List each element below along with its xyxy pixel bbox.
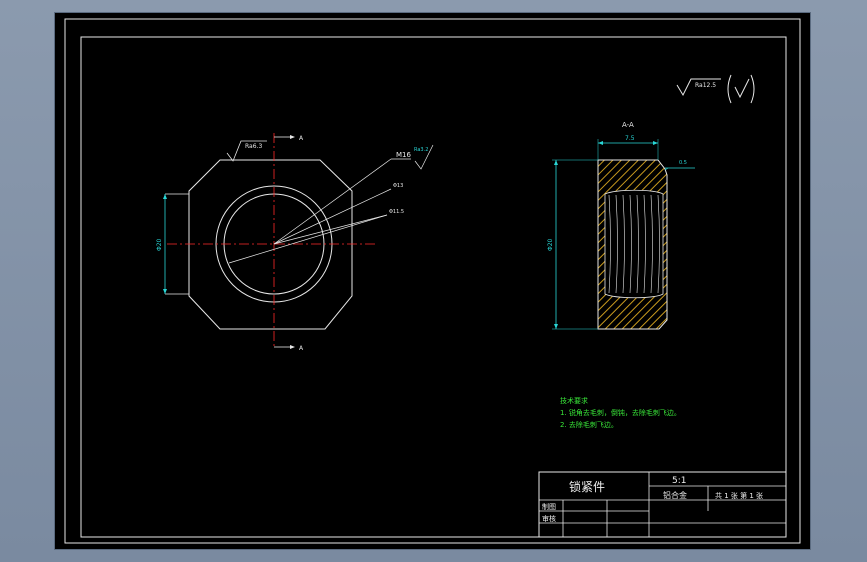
material-value: 铝合金 — [663, 490, 687, 500]
engineering-drawing: Ra12.5 A A Ra6.3 — [64, 18, 801, 544]
part-name: 锁紧件 — [569, 479, 605, 494]
thread-lines — [608, 194, 660, 294]
dim-height-right-value: Φ20 — [547, 238, 554, 251]
row-check-label: 审核 — [542, 514, 556, 523]
face-roughness-value: Ra6.3 — [245, 143, 262, 150]
thread-roughness-value: Ra3.2 — [414, 147, 428, 153]
dim-height-right — [552, 159, 598, 330]
front-view: A A Ra6.3 M16 Ra3.2 Φ13 Φ11.5 Φ20 — [156, 133, 434, 352]
title-block: 锁紧件 5:1 铝合金 共 1 张 第 1 张 制图 审核 — [538, 471, 787, 538]
dim-d2-label: Φ11.5 — [389, 209, 404, 215]
leaders — [228, 144, 434, 264]
section-cut-top: A — [274, 135, 304, 142]
section-label-bottom: A — [299, 345, 304, 352]
section-view-label: A-A — [622, 121, 634, 129]
scale-value: 5:1 — [672, 476, 686, 486]
dim-thickness-value: 7.5 — [625, 135, 635, 142]
section-cut-bottom: A — [274, 345, 304, 352]
technical-notes: 技术要求 1. 锐角去毛刺，倒钝，去除毛刺飞边。 2. 去除毛刺飞边。 — [560, 396, 681, 429]
dim-chamfer — [664, 167, 695, 171]
section-view: A-A 7.5 0.5 Φ20 — [547, 121, 695, 330]
inner-border — [80, 36, 787, 538]
dim-thread-label: M16 — [396, 151, 411, 159]
note-2: 2. 去除毛刺飞边。 — [560, 420, 618, 429]
front-view-outline — [188, 159, 353, 330]
outer-border — [64, 18, 801, 544]
section-label-top: A — [299, 135, 304, 142]
notes-title: 技术要求 — [560, 396, 588, 405]
general-roughness-symbol: Ra12.5 — [676, 74, 755, 104]
cad-viewport[interactable]: Ra12.5 A A Ra6.3 — [55, 13, 810, 549]
row-draw-label: 制图 — [542, 502, 556, 511]
dim-chamfer-value: 0.5 — [679, 160, 687, 166]
dim-width — [163, 194, 167, 294]
sheet-info: 共 1 张 第 1 张 — [715, 491, 763, 500]
dim-width-value: Φ20 — [156, 238, 163, 251]
general-roughness-value: Ra12.5 — [695, 82, 716, 89]
thread-bore — [604, 189, 664, 299]
note-1: 1. 锐角去毛刺，倒钝，去除毛刺飞边。 — [560, 408, 681, 417]
face-roughness-symbol: Ra6.3 — [226, 140, 267, 162]
dim-d1-label: Φ13 — [393, 183, 403, 189]
dim-thickness — [597, 139, 659, 160]
